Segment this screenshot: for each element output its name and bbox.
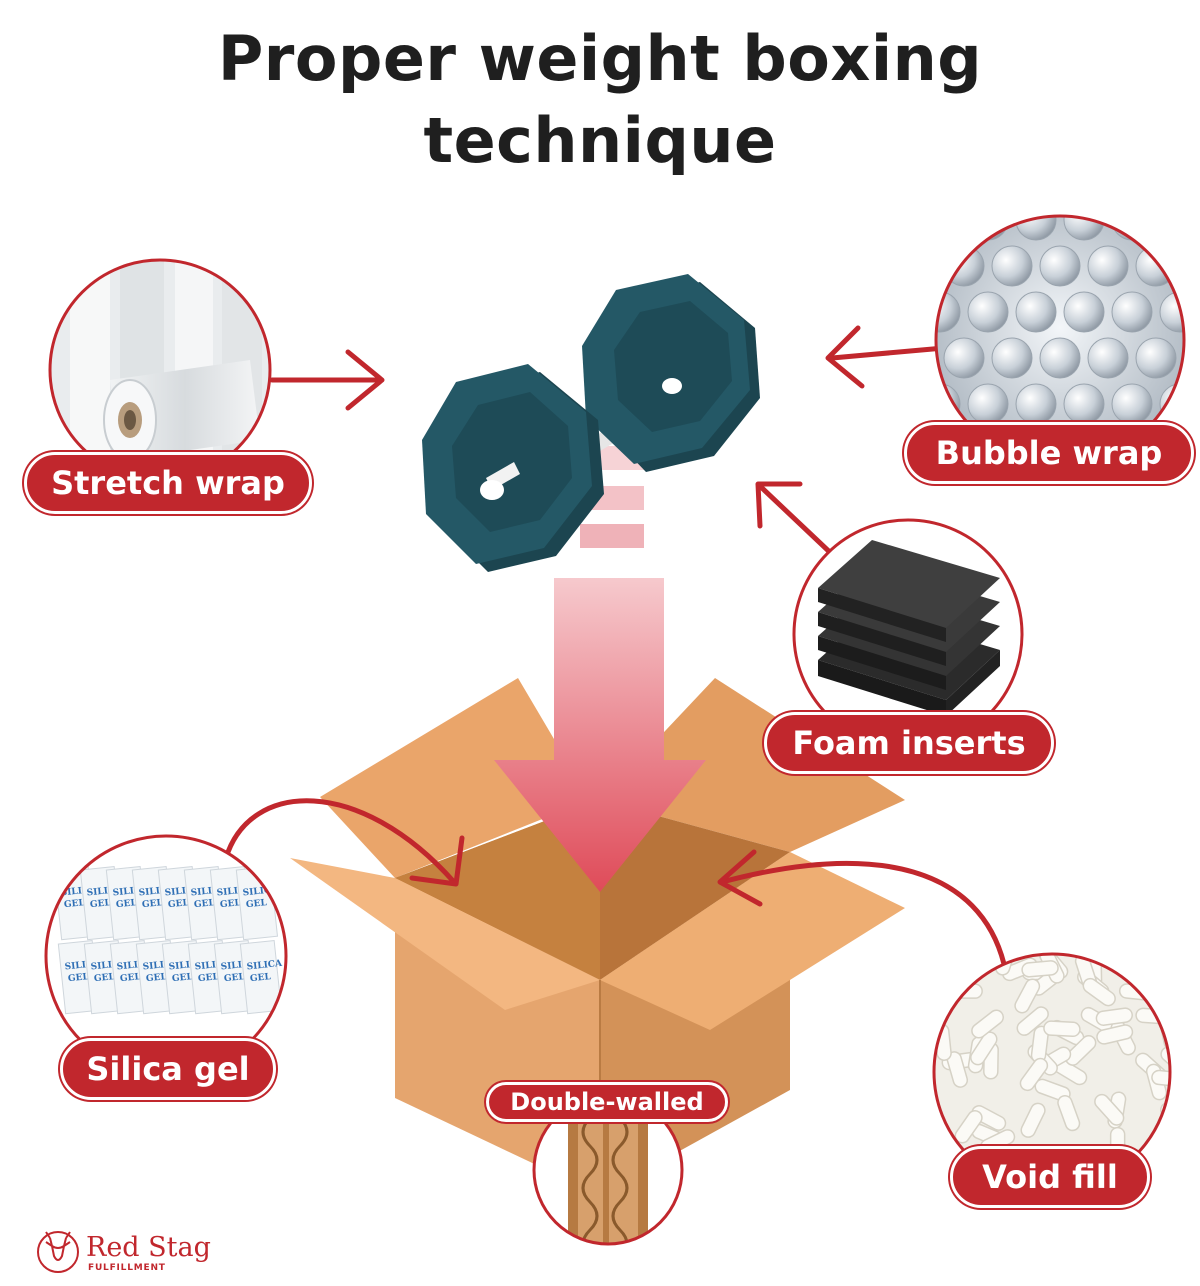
svg-text:GEL: GEL <box>172 972 194 984</box>
box-back-right-flap <box>600 678 905 852</box>
dumbbell <box>422 274 760 572</box>
label-void-fill: Void fill <box>950 1146 1150 1208</box>
silica-gel-image: SILICAGELSILICAGELSILICAGELSILICAGELSILI… <box>44 834 288 1078</box>
svg-text:GEL: GEL <box>120 972 142 984</box>
box-left-front-flap <box>290 858 600 1010</box>
box-right-front-flap <box>600 852 905 1030</box>
svg-text:GEL: GEL <box>198 972 220 984</box>
label-foam-inserts: Foam inserts <box>764 712 1054 774</box>
page-title-line-1: Proper weight boxing <box>217 22 983 95</box>
cardboard-box <box>290 678 905 1195</box>
arrows <box>223 325 1007 967</box>
label-double-walled: Double-walled <box>486 1082 728 1122</box>
label-silica-gel: Silica gel <box>60 1038 276 1100</box>
svg-text:GEL: GEL <box>146 972 168 984</box>
page-title-line-2: technique <box>423 104 777 177</box>
svg-text:GEL: GEL <box>116 898 138 910</box>
logo-name: Red Stag <box>86 1232 211 1263</box>
svg-text:GEL: GEL <box>142 898 164 910</box>
label-bubble-wrap: Bubble wrap <box>904 422 1194 484</box>
svg-text:GEL: GEL <box>194 898 216 910</box>
svg-text:SILICA: SILICA <box>246 959 283 973</box>
svg-text:GEL: GEL <box>90 898 112 910</box>
svg-text:GEL: GEL <box>168 898 190 910</box>
foam-inserts-image <box>792 518 1024 750</box>
svg-text:GEL: GEL <box>64 898 86 910</box>
svg-text:GEL: GEL <box>246 898 268 910</box>
svg-text:GEL: GEL <box>224 972 246 984</box>
stag-logo-icon <box>37 1231 79 1273</box>
stretch-wrap-image <box>48 258 272 482</box>
svg-text:GEL: GEL <box>94 972 116 984</box>
svg-text:GEL: GEL <box>68 972 90 984</box>
svg-text:GEL: GEL <box>250 972 272 984</box>
red-stag-logo: Red Stag FULFILLMENT <box>34 1226 211 1276</box>
svg-text:GEL: GEL <box>220 898 242 910</box>
label-stretch-wrap: Stretch wrap <box>24 452 312 514</box>
logo-sub: FULFILLMENT <box>88 1263 166 1273</box>
